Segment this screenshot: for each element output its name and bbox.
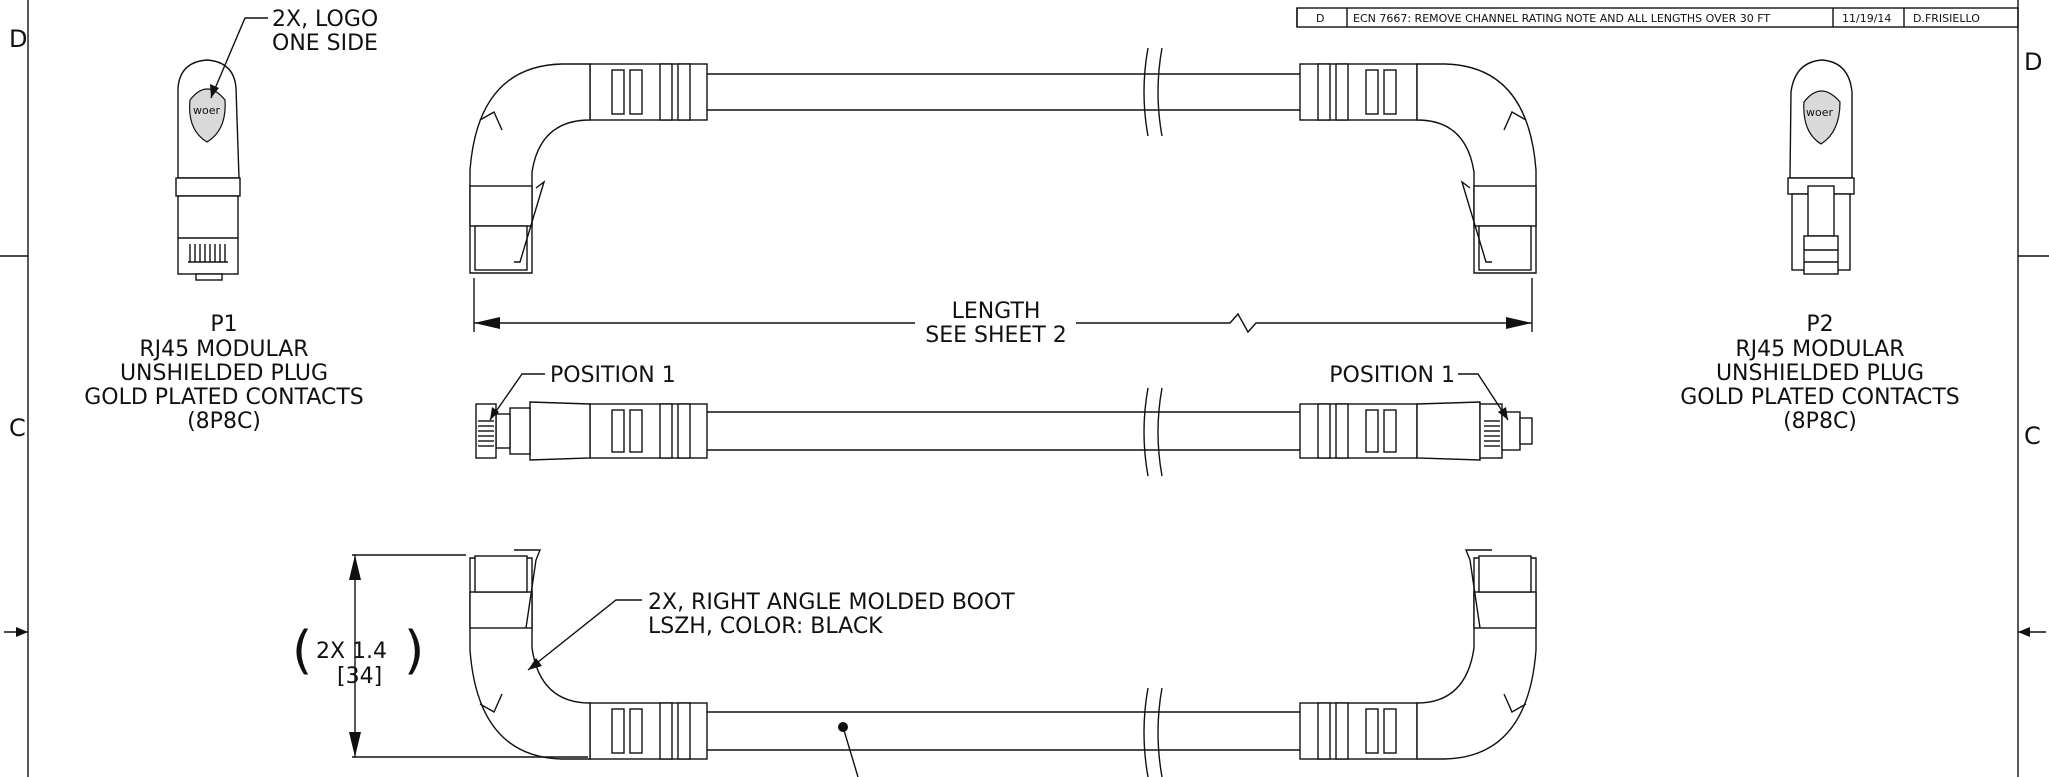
boot-callout-line1: 2X, RIGHT ANGLE MOLDED BOOT [648,590,1015,615]
position-right-label: POSITION 1 [1329,363,1455,388]
p1-designator: P1 [210,312,237,337]
p1-line3: GOLD PLATED CONTACTS [84,385,364,410]
p1-contacts [188,244,228,263]
cable-side-view [475,387,1533,477]
logo-callout-leader [210,17,268,99]
revision-author: D.FRISIELLO [1913,12,1980,25]
p2-line2: UNSHIELDED PLUG [1716,361,1924,386]
length-dimension [473,278,1533,334]
p1-label-block: P1 RJ45 MODULAR UNSHIELDED PLUG GOLD PLA… [84,312,364,434]
revision-date: 11/19/14 [1842,12,1891,25]
p1-line1: RJ45 MODULAR [139,337,308,362]
length-reference: SEE SHEET 2 [925,323,1067,348]
zone-letter-right-c: C [2024,422,2041,450]
boot-callout-leader [527,599,642,671]
height-value: 2X 1.4 [316,639,387,664]
revision-block: D ECN 7667: REMOVE CHANNEL RATING NOTE A… [1296,7,2019,28]
p2-designator: P2 [1806,312,1833,337]
p1-line2: UNSHIELDED PLUG [120,361,328,386]
position-left-label: POSITION 1 [550,363,676,388]
zone-letter-left-c: C [9,414,26,442]
p2-label-block: P2 RJ45 MODULAR UNSHIELDED PLUG GOLD PLA… [1680,312,1960,434]
p2-logo: woer [1806,106,1833,119]
revision-letter: D [1316,12,1324,25]
zone-letter-left-d: D [9,25,27,53]
zone-letter-right-d: D [2024,48,2042,76]
p1-logo: woer [193,104,220,117]
position-right-leader [1458,373,1509,421]
height-metric: [34] [337,664,382,689]
length-label: LENGTH [952,299,1041,324]
right-contacts-end [1484,420,1500,447]
logo-callout-line2: ONE SIDE [272,31,378,56]
height-paren-open: ( [292,621,312,681]
height-paren-close: ) [404,621,424,681]
p2-line3: GOLD PLATED CONTACTS [1680,385,1960,410]
height-dimension [349,554,588,758]
p2-plug-view: woer [1787,59,1855,275]
position-left-leader [489,373,545,421]
p1-line4: (8P8C) [187,409,261,434]
boot-callout-line2: LSZH, COLOR: BLACK [648,614,883,639]
p2-line1: RJ45 MODULAR [1735,337,1904,362]
left-contacts-end [478,420,494,447]
p1-plug-view: woer [175,59,241,281]
p2-line4: (8P8C) [1783,409,1857,434]
logo-callout-line1: 2X, LOGO [272,7,378,32]
cable-top-view [469,47,1537,274]
cable-bottom-view [469,549,1537,777]
revision-description: ECN 7667: REMOVE CHANNEL RATING NOTE AND… [1353,12,1770,25]
